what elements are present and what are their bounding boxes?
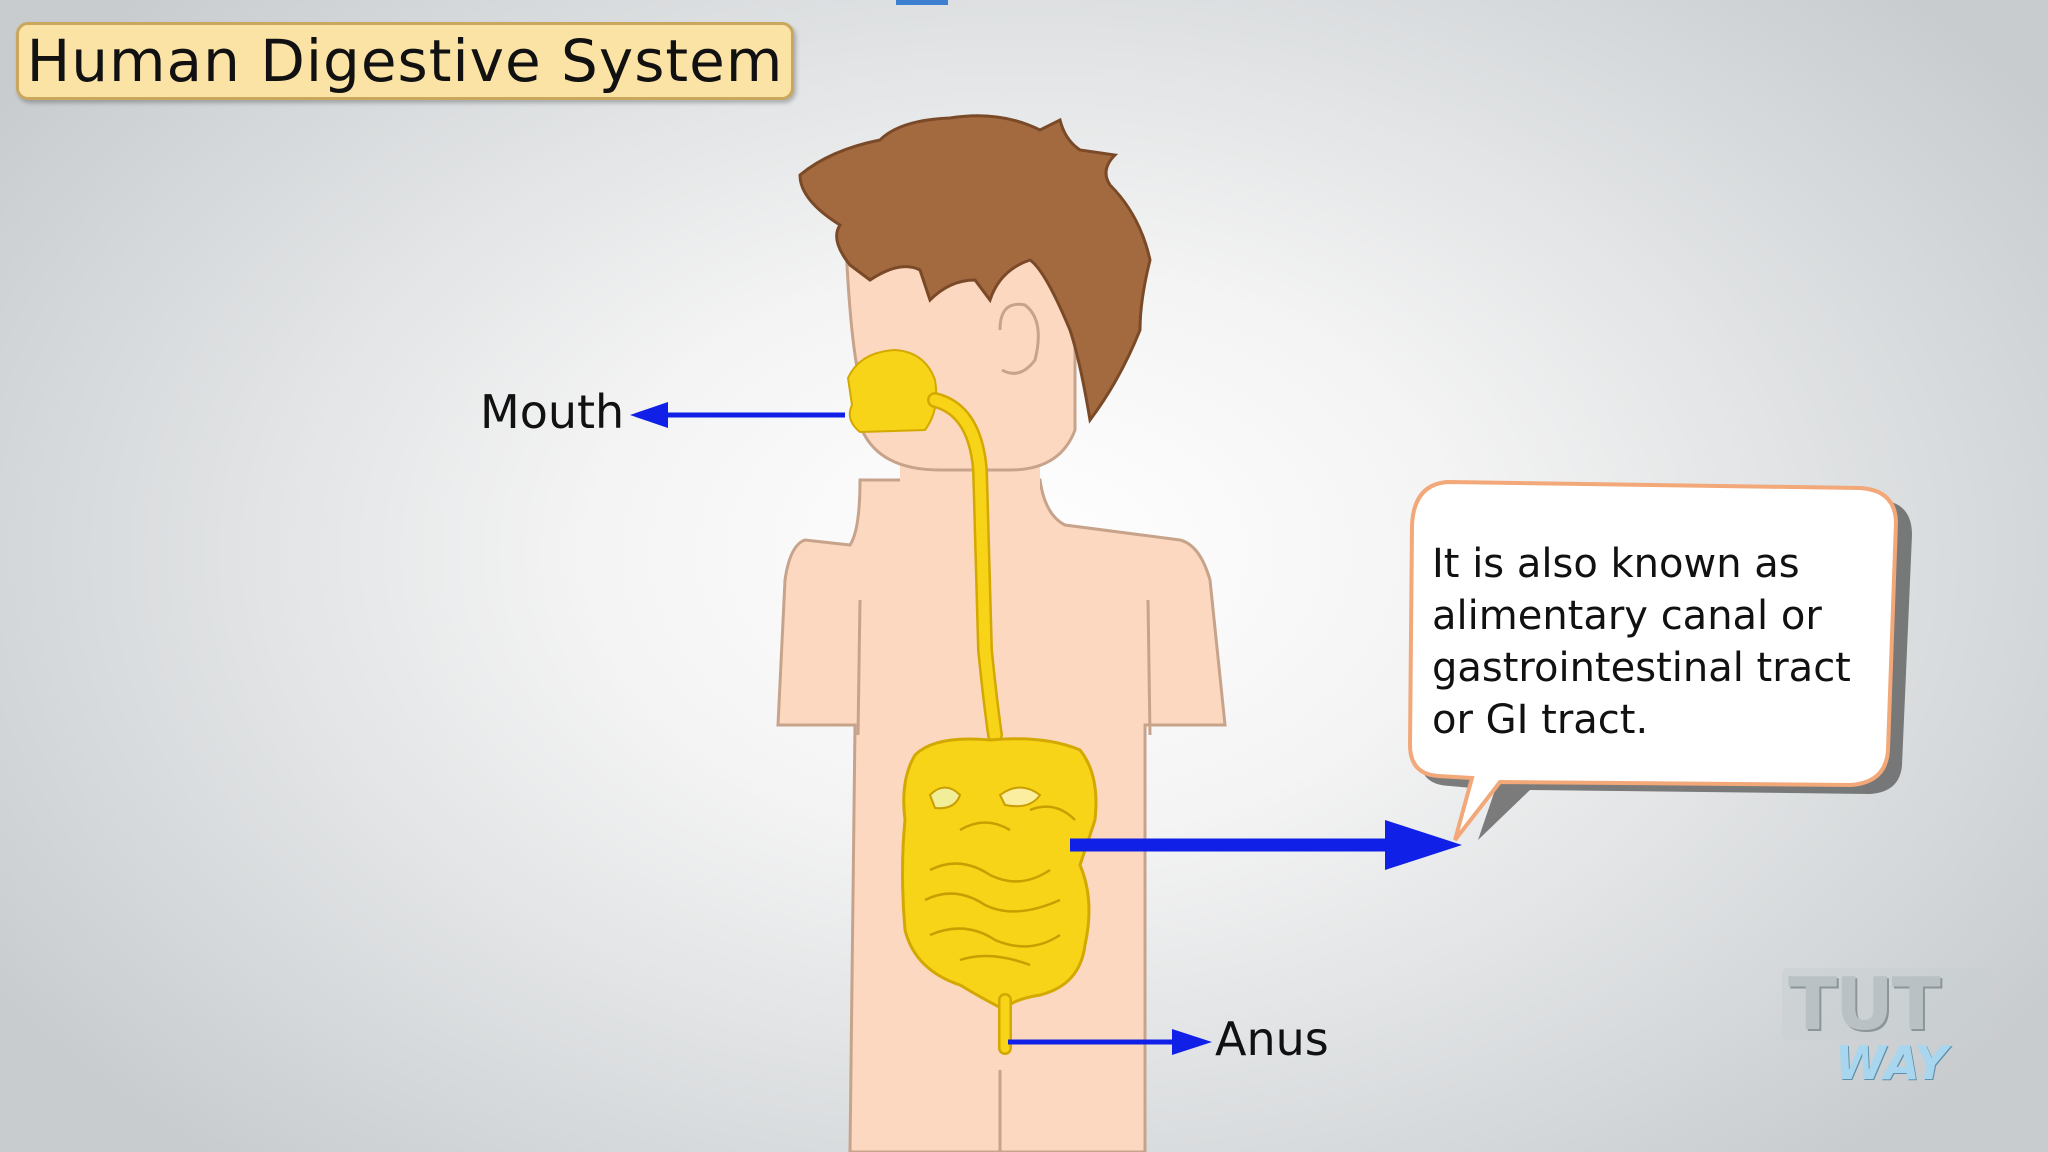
speech-bubble-text: It is also known as alimentary canal or … [1432,538,1892,746]
bubble-line: alimentary canal or [1432,593,1822,639]
stomach-intestines [901,737,1098,1013]
right-arm-line [1146,599,1152,736]
mouth-cavity [846,348,938,434]
tutway-logo-mark [1782,968,1992,1040]
speech-bubble [1407,479,1899,842]
tutway-logo-top: TUT [1788,962,1941,1046]
bubble-line: gastrointestinal tract [1432,645,1851,691]
page-title-text: Human Digestive System [26,27,784,95]
boy-hair [798,114,1152,424]
page-title: Human Digestive System [16,22,794,100]
boy-ear [998,302,1040,375]
top-edge-marker [896,0,948,5]
bubble-line: or GI tract. [1432,697,1649,743]
bubble-line: It is also known as [1432,541,1800,587]
mouth-arrow-head [630,402,668,428]
left-arm-line [856,599,862,736]
anus-label: Anus [1215,1012,1329,1066]
tutway-logo-bottom: WAY [1835,1036,1948,1090]
bubble-arrow-head [1385,820,1462,870]
stomach-spot [998,786,1042,808]
anus-arrow-head [1172,1029,1212,1055]
mouth-label: Mouth [480,385,625,439]
intestine-folds [924,805,1076,967]
liver-spot [928,786,962,810]
